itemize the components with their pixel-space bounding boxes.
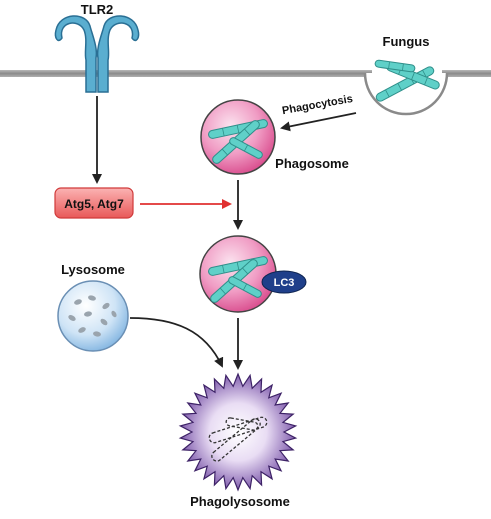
fungus-hyphae-icon	[374, 59, 440, 102]
lc3-phagosome	[199, 235, 277, 313]
phagolysosome-label: Phagolysosome	[190, 494, 290, 509]
phagosome-label: Phagosome	[275, 156, 349, 171]
lc3-badge	[261, 270, 307, 294]
phagocytosis-label: Phagocytosis	[281, 93, 354, 117]
tlr2-receptor-icon	[54, 15, 140, 93]
lysosome-label: Lysosome	[61, 262, 125, 277]
atg-label: Atg5, Atg7	[64, 197, 124, 211]
tlr2-label: TLR2	[81, 2, 114, 17]
lc3-label: LC3	[274, 277, 295, 289]
atg-box	[54, 187, 134, 219]
plasma-membrane	[0, 70, 491, 77]
fungus-label: Fungus	[383, 34, 430, 49]
phagocytosis-arrow	[280, 112, 357, 132]
phagolysosome	[178, 372, 298, 492]
lysosome	[57, 280, 129, 352]
phagosome	[200, 99, 276, 175]
lysosome-fusion-arrow	[129, 317, 224, 368]
